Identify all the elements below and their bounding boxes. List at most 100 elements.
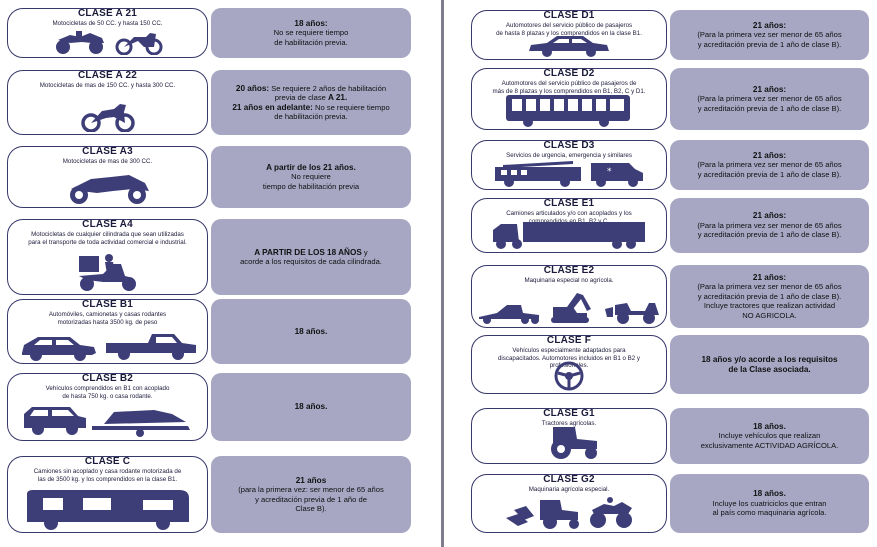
requirement-text: Incluye vehículos que realizan xyxy=(718,431,821,441)
requirement-text: y xyxy=(361,247,368,257)
class-title: CLASE E2 xyxy=(472,266,666,276)
vehicle-illustrations: * xyxy=(472,159,666,187)
tractor-icon xyxy=(535,423,603,461)
class-description-line: de hasta 750 kg. o casa rodante. xyxy=(62,392,153,400)
requirement-line: NO AGRICOLA. xyxy=(742,311,796,320)
class-description-line: Motocicletas de cualquier cilindrada que… xyxy=(31,231,184,238)
requirement-text: No requiere xyxy=(291,172,331,182)
class-title: CLASE D2 xyxy=(472,69,666,79)
requirement-line: 20 años: Se requiere 2 años de habilitac… xyxy=(236,84,386,93)
requirement-text: tiempo de habilitación previa xyxy=(262,181,360,191)
class-title-text: CLASE A 22 xyxy=(72,71,143,81)
class-title-text: CLASE E1 xyxy=(538,199,600,209)
class-description: Servicios de urgencia, emergencia y simi… xyxy=(476,152,662,160)
motorcycle-icon xyxy=(114,29,164,55)
requirement-bold-text: A PARTIR DE LOS 18 AÑOS xyxy=(254,247,362,257)
requirement-bold-text: 18 años. xyxy=(753,489,786,499)
requirements-box: 21 años:(Para la primera vez ser menor d… xyxy=(670,140,869,190)
requirement-line: acorde a los requisitos de cada cilindra… xyxy=(240,257,382,266)
requirement-bold-text: 21 años: xyxy=(752,272,787,282)
vehicle-illustrations xyxy=(8,404,207,438)
delivery-scooter-icon xyxy=(73,252,143,292)
requirement-bold-text: 18 años. xyxy=(294,402,328,412)
requirement-line: 18 años: xyxy=(294,19,327,28)
requirement-line: y acreditación previa de 1 año de clase … xyxy=(698,40,842,49)
vehicle-illustrations xyxy=(8,331,207,361)
requirement-line: 21 años: xyxy=(753,151,786,160)
class-description: Motocicletas de cualquier cilindrada que… xyxy=(12,231,203,246)
taxi-car-icon xyxy=(527,33,611,57)
requirement-bold-text: de la Clase asociada. xyxy=(728,364,811,374)
requirements-box: 21 años:(Para la primera vez ser menor d… xyxy=(670,198,869,253)
requirement-text: No se requiere tiempo xyxy=(273,28,349,38)
class-description: Camiones articulados y/o con acoplados y… xyxy=(476,210,662,225)
requirement-text: y acreditación previa de 1 año de clase … xyxy=(697,169,842,179)
vehicle-illustrations xyxy=(8,488,207,530)
vehicle-illustrations xyxy=(472,33,666,57)
car-icon xyxy=(18,333,98,361)
requirement-line: (Para la primera vez ser menor de 65 año… xyxy=(697,30,841,39)
requirement-line: (para la primera vez: ser menor de 65 añ… xyxy=(238,485,384,494)
requirement-text: de habilitación previa. xyxy=(274,37,348,47)
requirement-line: (Para la primera vez ser menor de 65 año… xyxy=(697,160,841,169)
requirement-bold-text: 18 años. xyxy=(753,421,786,431)
class-description-line: Motocicletas de 50 CC. y hasta 150 CC. xyxy=(52,20,163,27)
vehicle-illustrations xyxy=(8,252,207,292)
class-title: CLASE A 22 xyxy=(8,71,207,81)
requirement-line: Incluye vehículos que realizan xyxy=(719,431,821,440)
requirement-text: Clase B). xyxy=(295,503,327,513)
class-description: Maquinaria agrícola especial. xyxy=(476,486,662,494)
class-description-line: comprendidos en B1, B2 y C. xyxy=(528,217,610,225)
requirement-bold-text: 21 años: xyxy=(752,20,787,30)
class-title: CLASE B2 xyxy=(8,374,207,384)
requirement-line: (Para la primera vez ser menor de 65 año… xyxy=(697,221,841,230)
class-title: CLASE C xyxy=(8,457,207,467)
class-description: Motocicletas de 50 CC. y hasta 150 CC. xyxy=(12,20,203,28)
requirement-text: y acreditación previa de 1 año de clase … xyxy=(697,39,842,49)
class-description: Automóviles, camionetas y casas rodantes… xyxy=(12,311,203,326)
requirement-bold-text: 21 años en adelante: xyxy=(232,102,313,112)
class-description-line: Automotores del servicio público de pasa… xyxy=(505,22,633,29)
requirement-line: 21 años: xyxy=(753,85,786,94)
fire-truck-icon xyxy=(493,159,583,187)
requirement-text: exclusivamente ACTIVIDAD AGRÍCOLA. xyxy=(700,440,839,450)
requirement-line: de habilitación previa. xyxy=(274,38,347,47)
requirement-text: (Para la primera vez ser menor de 65 año… xyxy=(697,282,842,292)
class-title-text: CLASE A3 xyxy=(77,147,138,157)
requirement-line: tiempo de habilitación previa xyxy=(263,182,359,191)
class-description-line: Servicios de urgencia, emergencia y simi… xyxy=(506,152,632,159)
requirement-bold-text: 18 años y/o acorde a los requisitos xyxy=(701,355,838,365)
class-description-line: Automóviles, camionetas y casas rodantes xyxy=(48,311,167,318)
class-description: Motocicletas de mas de 300 CC. xyxy=(12,158,203,166)
class-title-text: CLASE G1 xyxy=(538,409,600,419)
class-title-text: CLASE D3 xyxy=(538,141,600,151)
class-title-text: CLASE F xyxy=(541,336,597,346)
requirement-line: (Para la primera vez ser menor de 65 año… xyxy=(697,282,841,291)
class-title-text: CLASE G2 xyxy=(538,475,600,485)
class-title-text: CLASE A 21 xyxy=(72,9,143,19)
class-title: CLASE A4 xyxy=(8,220,207,230)
requirement-line: 21 años: xyxy=(753,21,786,30)
requirement-bold-text: 21 años: xyxy=(752,84,787,94)
class-title: CLASE F xyxy=(472,336,666,346)
requirement-line: de la Clase asociada. xyxy=(728,365,810,374)
svg-text:*: * xyxy=(607,167,612,177)
class-title: CLASE E1 xyxy=(472,199,666,209)
requirement-text: No se requiere tiempo xyxy=(312,102,390,112)
class-description-line: Maquinaria agrícola especial. xyxy=(528,486,610,493)
requirement-text: acorde a los requisitos de cada cilindra… xyxy=(240,257,382,266)
requirement-text: y acreditación previa de 1 año de xyxy=(255,494,367,504)
requirement-line: A partir de los 21 años. xyxy=(266,163,356,172)
requirements-box: 18 años. xyxy=(211,299,411,364)
requirement-line: y acreditación previa de 1 año de xyxy=(255,495,367,504)
requirement-bold-text: A partir de los 21 años. xyxy=(266,162,356,172)
